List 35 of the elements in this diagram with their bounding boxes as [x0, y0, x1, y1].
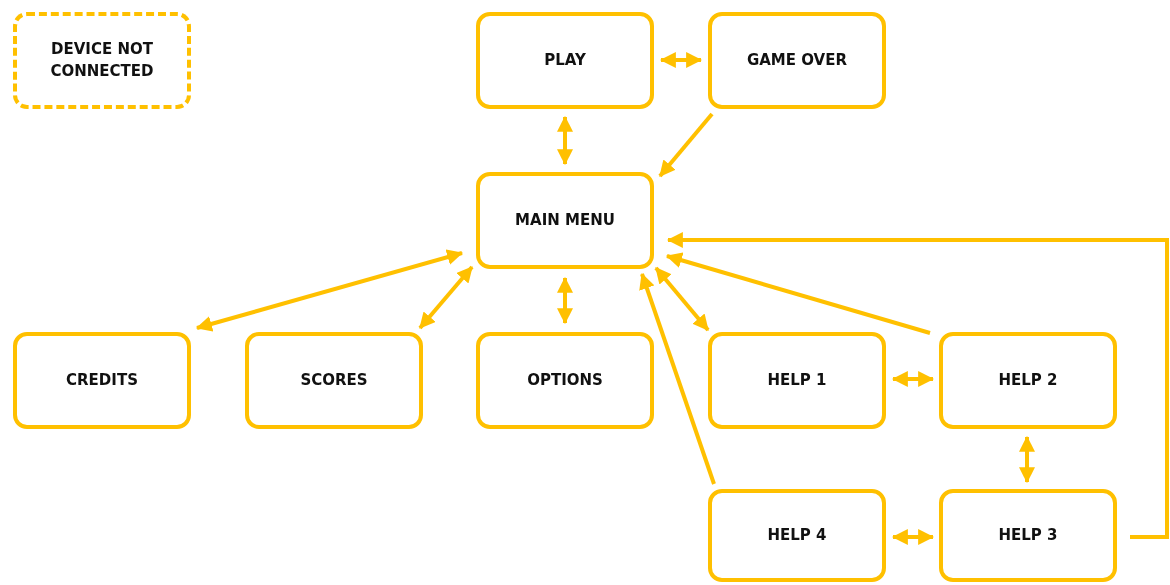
- double-arrow: [659, 52, 703, 68]
- box-label: OPTIONS: [527, 369, 603, 391]
- double-arrow: [891, 371, 935, 387]
- double-arrow: [1019, 435, 1035, 484]
- screen-box: [476, 172, 654, 269]
- arrow: [665, 252, 931, 335]
- screen-box: [245, 332, 423, 429]
- box-label: MAIN MENU: [515, 209, 615, 231]
- arrow: [666, 232, 1169, 539]
- box-label: SCORES: [300, 369, 368, 391]
- screen-box: [476, 12, 654, 109]
- status-box: [13, 12, 191, 109]
- box-label: HELP 3: [998, 524, 1058, 546]
- double-arrow: [557, 115, 573, 166]
- arrow: [639, 272, 716, 485]
- double-arrow: [418, 265, 474, 330]
- box-label: HELP 4: [767, 524, 827, 546]
- double-arrow: [654, 266, 710, 332]
- box-label: HELP 2: [998, 369, 1058, 391]
- screen-box: [708, 332, 886, 429]
- box-label: CREDITS: [66, 369, 138, 391]
- screen-box: [476, 332, 654, 429]
- screen-box: [939, 332, 1117, 429]
- screen-box: [708, 12, 886, 109]
- box-label: HELP 1: [767, 369, 827, 391]
- double-arrow: [891, 529, 935, 545]
- double-arrow: [195, 249, 464, 332]
- screen-box: [13, 332, 191, 429]
- arrow: [658, 112, 714, 178]
- box-label: DEVICE NOT CONNECTED: [49, 38, 155, 82]
- screen-box: [939, 489, 1117, 582]
- box-label: GAME OVER: [746, 49, 848, 71]
- double-arrow: [557, 276, 573, 325]
- box-label: PLAY: [544, 49, 586, 71]
- screen-box: [708, 489, 886, 582]
